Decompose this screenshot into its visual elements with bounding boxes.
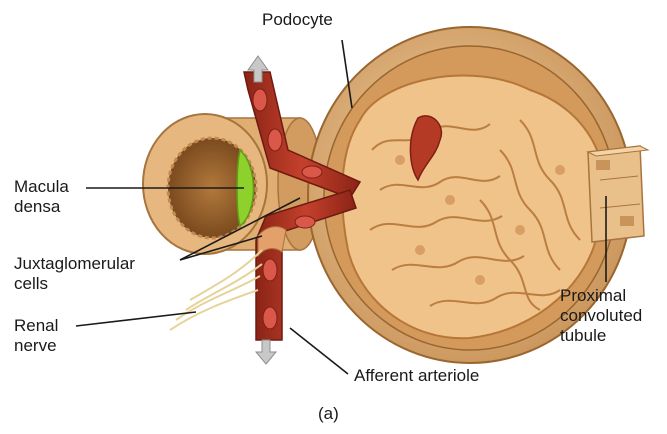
renal-nerve-fibers — [170, 250, 262, 330]
blood-inflow-arrow — [256, 340, 276, 364]
renal-nerve-label: Renal nerve — [14, 316, 58, 356]
proximal-label-line-1: Proximal — [560, 286, 642, 306]
juxtaglomerular-label-line-2: cells — [14, 274, 135, 294]
panel-label: (a) — [318, 404, 339, 424]
proximal-label-line-2: convoluted — [560, 306, 642, 326]
macula-densa-label-line-2: densa — [14, 197, 69, 217]
afferent-arteriole-leader — [290, 328, 348, 374]
podocyte-label: Podocyte — [262, 10, 333, 30]
proximal-tubule — [588, 146, 648, 242]
juxtaglomerular-cells-label: Juxtaglomerular cells — [14, 254, 135, 294]
afferent-arteriole-label: Afferent arteriole — [354, 366, 479, 386]
juxtaglomerular-label-line-1: Juxtaglomerular — [14, 254, 135, 274]
renal-nerve-label-line-2: nerve — [14, 336, 58, 356]
macula-densa-label: Macula densa — [14, 177, 69, 217]
proximal-label-line-3: tubule — [560, 326, 642, 346]
proximal-convoluted-tubule-label: Proximal convoluted tubule — [560, 286, 642, 346]
renal-nerve-label-line-1: Renal — [14, 316, 58, 336]
macula-densa-label-line-1: Macula — [14, 177, 69, 197]
